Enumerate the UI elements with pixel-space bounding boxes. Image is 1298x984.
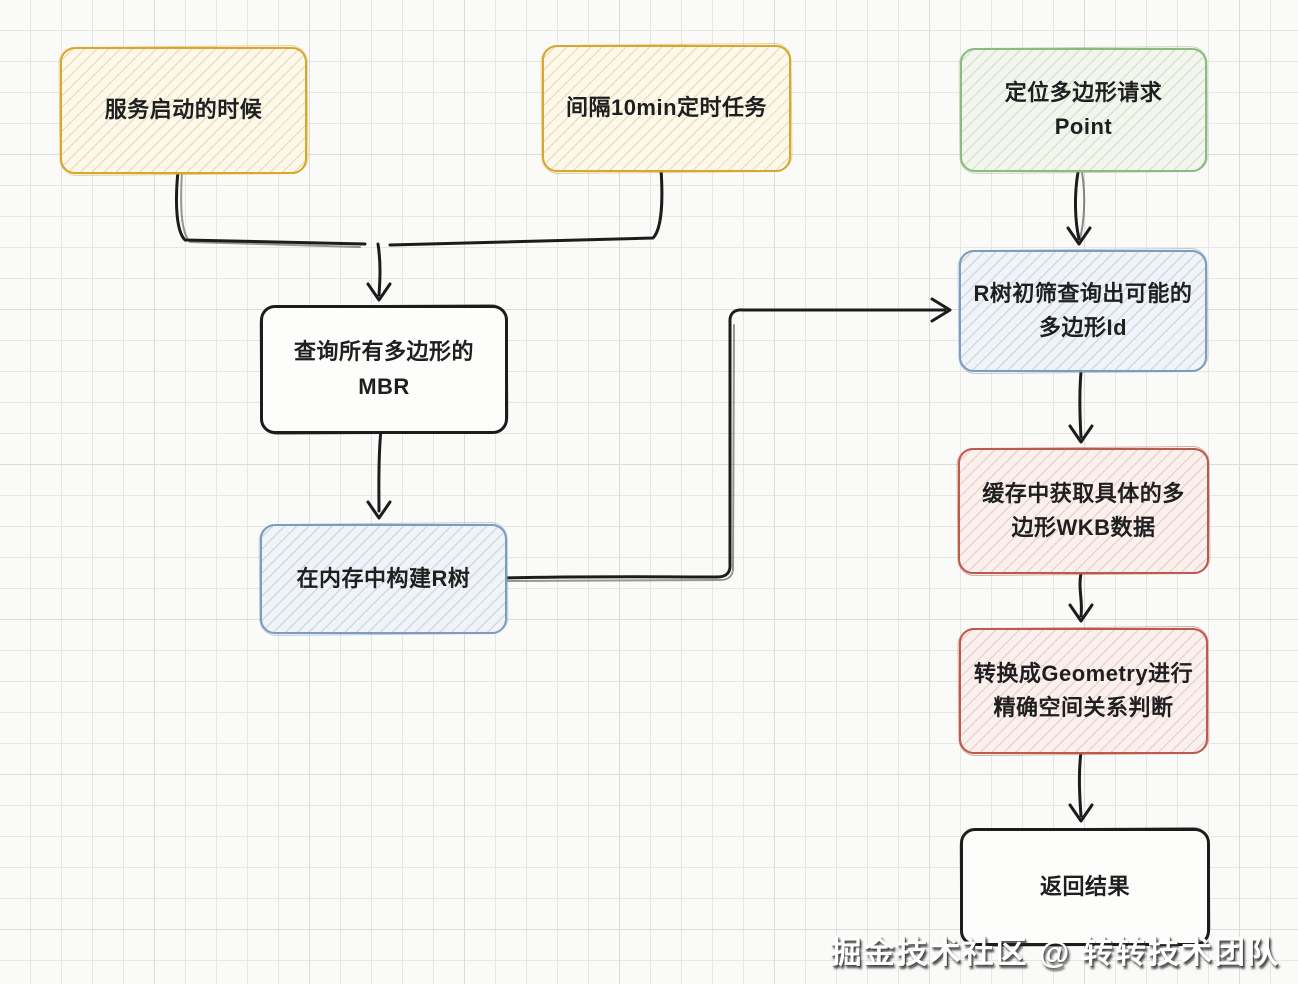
- arrowhead-return-result: [1068, 803, 1094, 823]
- node-timer-task-label: 间隔10min定时任务: [565, 95, 768, 121]
- node-cache-wkb[interactable]: 缓存中获取具体的多 边形WKB数据: [958, 448, 1209, 574]
- node-build-rtree[interactable]: 在内存中构建R树: [260, 524, 507, 634]
- node-rtree-filter-label: R树初筛查询出可能的 多边形Id: [973, 280, 1193, 340]
- node-return-result-label: 返回结果: [1039, 873, 1130, 899]
- node-service-start[interactable]: 服务启动的时候: [60, 47, 307, 174]
- node-service-start-label: 服务启动的时候: [104, 97, 263, 123]
- arrow-build-rtree-to-rtree-filter: [503, 308, 947, 580]
- node-cache-wkb-label: 缓存中获取具体的多 边形WKB数据: [982, 480, 1185, 540]
- node-timer-task[interactable]: 间隔10min定时任务: [542, 45, 791, 172]
- watermark: 掘金技术社区 @ 转转技术团队: [830, 935, 1280, 970]
- arrowhead-rtree-filter: [930, 297, 952, 323]
- arrowhead-query-mbr: [366, 282, 392, 302]
- node-geometry-judge[interactable]: 转换成Geometry进行 精确空间关系判断: [959, 628, 1208, 754]
- arrow-service-start-sketch: [180, 170, 361, 248]
- arrowhead-cache-wkb: [1068, 424, 1094, 444]
- arrowhead-rtree-filter-top: [1066, 226, 1092, 246]
- arrow-rtree-filter-to-cache-wkb: [1078, 370, 1083, 439]
- node-query-mbr[interactable]: 查询所有多边形的 MBR: [260, 305, 508, 434]
- arrowhead-geometry-judge: [1068, 603, 1094, 623]
- arrow-geometry-judge-to-return-result: [1077, 750, 1083, 818]
- node-geometry-judge-label: 转换成Geometry进行 精确空间关系判断: [973, 660, 1194, 720]
- arrow-timer-task-to-query-mbr: [388, 167, 664, 247]
- arrow-query-mbr-to-build-rtree: [377, 428, 383, 513]
- node-locate-request[interactable]: 定位多边形请求 Point: [960, 48, 1207, 172]
- arrowhead-build-rtree: [366, 500, 392, 520]
- node-locate-request-label: 定位多边形请求 Point: [1004, 79, 1163, 139]
- node-rtree-filter[interactable]: R树初筛查询出可能的 多边形Id: [959, 250, 1207, 372]
- node-return-result[interactable]: 返回结果: [960, 828, 1210, 946]
- arrow-cache-wkb-to-geometry-judge: [1078, 571, 1083, 618]
- node-build-rtree-label: 在内存中构建R树: [296, 565, 471, 591]
- arrow-service-start-to-query-mbr: [174, 169, 367, 246]
- arrow-locate-request-sketch: [1079, 171, 1086, 240]
- arrow-locate-request-to-rtree-filter: [1073, 170, 1081, 241]
- arrow-merge-to-query-mbr: [376, 242, 382, 297]
- arrow-build-rtree-sketch: [504, 324, 735, 582]
- node-query-mbr-label: 查询所有多边形的 MBR: [293, 339, 474, 399]
